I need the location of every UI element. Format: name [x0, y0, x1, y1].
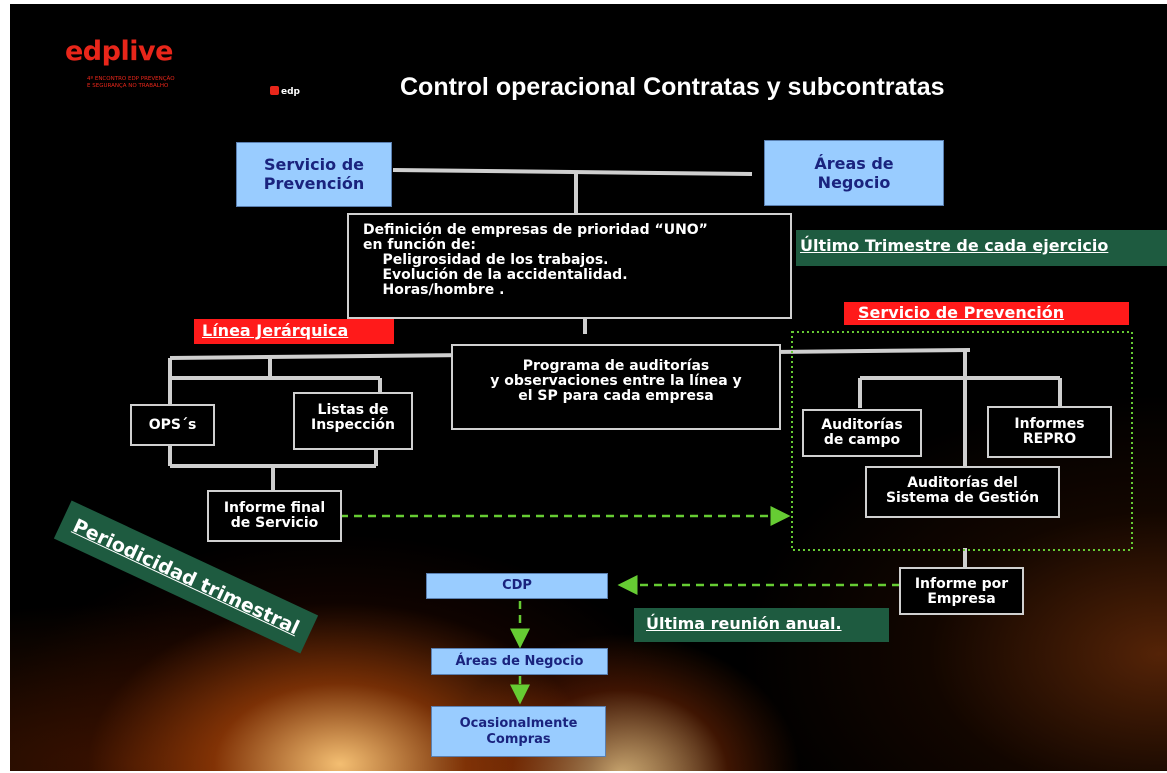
node-ocasionalmente-compras: Ocasionalmente Compras — [431, 706, 606, 757]
node-auditorias-campo: Auditorías de campo — [802, 409, 922, 457]
node-servicio-prevencion: Servicio de Prevención — [236, 142, 392, 207]
logo-wordmark: edplive — [65, 36, 173, 67]
node-informe-final: Informe final de Servicio — [207, 490, 342, 542]
tag-linea-jerarquica: Línea Jerárquica — [194, 319, 394, 344]
edp-brand-mark: edp — [270, 86, 300, 97]
tag-ultimo-trimestre: Último Trimestre de cada ejercicio — [796, 230, 1167, 266]
edp-brand-text: edp — [281, 87, 300, 97]
node-ops: OPS´s — [130, 404, 215, 446]
tag-servicio-prevencion: Servicio de Prevención — [844, 302, 1129, 325]
edplive-logo: edplive 4º ENCONTRO EDP PREVENÇÃO E SEGU… — [65, 36, 355, 110]
node-informe-empresa: Informe por Empresa — [899, 567, 1024, 615]
node-informes-repro: Informes REPRO — [987, 406, 1112, 458]
edp-logo-icon — [270, 86, 279, 95]
node-areas-negocio: Áreas de Negocio — [764, 140, 944, 206]
node-auditorias-sistema: Auditorías del Sistema de Gestión — [865, 466, 1060, 518]
tag-ultima-reunion: Última reunión anual. — [634, 608, 889, 642]
node-definicion: Definición de empresas de prioridad “UNO… — [347, 213, 792, 319]
node-programa-auditorias: Programa de auditorías y observaciones e… — [451, 344, 781, 430]
connector-lines — [168, 168, 1133, 705]
slide: edplive 4º ENCONTRO EDP PREVENÇÃO E SEGU… — [10, 4, 1167, 771]
node-cdp: CDP — [426, 573, 608, 599]
node-areas-negocio-2: Áreas de Negocio — [431, 648, 608, 675]
node-listas-inspeccion: Listas de Inspección — [293, 392, 413, 450]
slide-title: Control operacional Contratas y subcontr… — [400, 73, 945, 101]
logo-subtitle: 4º ENCONTRO EDP PREVENÇÃO E SEGURANÇA NO… — [87, 76, 175, 89]
